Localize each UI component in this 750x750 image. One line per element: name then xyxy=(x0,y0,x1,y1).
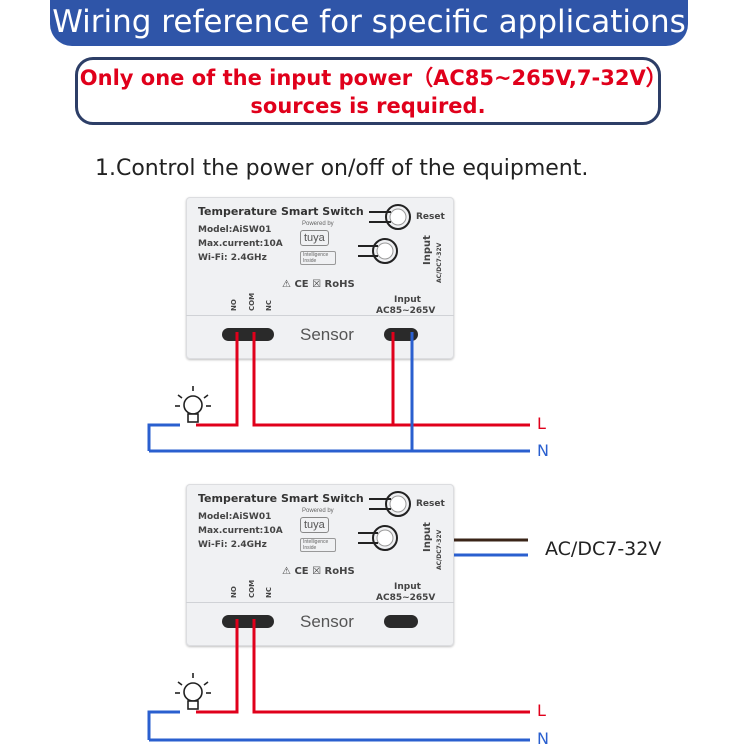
certification-marks: ⚠ CE ☒ RoHS xyxy=(282,566,355,577)
neutral-label-2: N xyxy=(537,729,549,748)
tuya-logo: tuya xyxy=(300,517,329,533)
live-wire-1-line xyxy=(252,332,530,427)
live-wire-1 xyxy=(196,332,239,427)
device-wifi: Wi-Fi: 2.4GHz xyxy=(198,540,267,550)
input-bottom-label: Input xyxy=(394,582,421,592)
bulb-icon xyxy=(175,386,211,423)
live-label-1: L xyxy=(537,414,546,433)
powered-by-label: Powered by xyxy=(302,221,334,227)
tuya-logo: tuya xyxy=(300,230,329,246)
reset-label: Reset xyxy=(416,499,445,509)
device-divider xyxy=(186,602,454,603)
power-notice: Only one of the input power（AC85~265V,7-… xyxy=(75,57,661,125)
device-title: Temperature Smart Switch xyxy=(198,205,364,218)
step-heading: 1.Control the power on/off of the equipm… xyxy=(95,156,589,181)
reset-label: Reset xyxy=(416,212,445,222)
neutral-wire-2 xyxy=(147,710,530,742)
neutral-wire-1 xyxy=(147,332,530,453)
device-buttons xyxy=(358,204,411,264)
sensor-label: Sensor xyxy=(300,612,354,631)
input-bottom-sub-label: AC85~265V xyxy=(376,306,436,316)
certification-marks: ⚠ CE ☒ RoHS xyxy=(282,279,355,290)
powered-by-label: Powered by xyxy=(302,508,334,514)
input-bottom-sub-label: AC85~265V xyxy=(376,593,436,603)
device-current: Max.current:10A xyxy=(198,239,283,249)
relay-terminal-block xyxy=(222,615,274,628)
device-model: Model:AiSW01 xyxy=(198,225,272,235)
neutral-label-1: N xyxy=(537,441,549,460)
device-model: Model:AiSW01 xyxy=(198,512,272,522)
bulb-icon xyxy=(175,673,211,710)
device-buttons xyxy=(358,491,411,551)
page-title-banner: Wiring reference for specific applicatio… xyxy=(50,0,688,46)
device-divider xyxy=(186,315,454,316)
power-terminal-block xyxy=(384,615,418,628)
live-wire-2 xyxy=(196,619,239,714)
live-label-2: L xyxy=(537,701,546,720)
device-wifi: Wi-Fi: 2.4GHz xyxy=(198,253,267,263)
smart-switch-device-2: Temperature Smart Switch Model:AiSW01 Ma… xyxy=(186,484,454,646)
input-bottom-label: Input xyxy=(394,295,421,305)
sensor-label: Sensor xyxy=(300,325,354,344)
dc-input-label: AC/DC7-32V xyxy=(545,538,662,560)
device-current: Max.current:10A xyxy=(198,526,283,536)
live-wire-2-line xyxy=(252,619,530,714)
device-title: Temperature Smart Switch xyxy=(198,492,364,505)
intelligence-inside-badge: Intelligence Inside xyxy=(300,251,336,265)
intelligence-inside-badge: Intelligence Inside xyxy=(300,538,336,552)
relay-terminal-block xyxy=(222,328,274,341)
smart-switch-device-1: Temperature Smart Switch Model:AiSW01 Ma… xyxy=(186,197,454,359)
